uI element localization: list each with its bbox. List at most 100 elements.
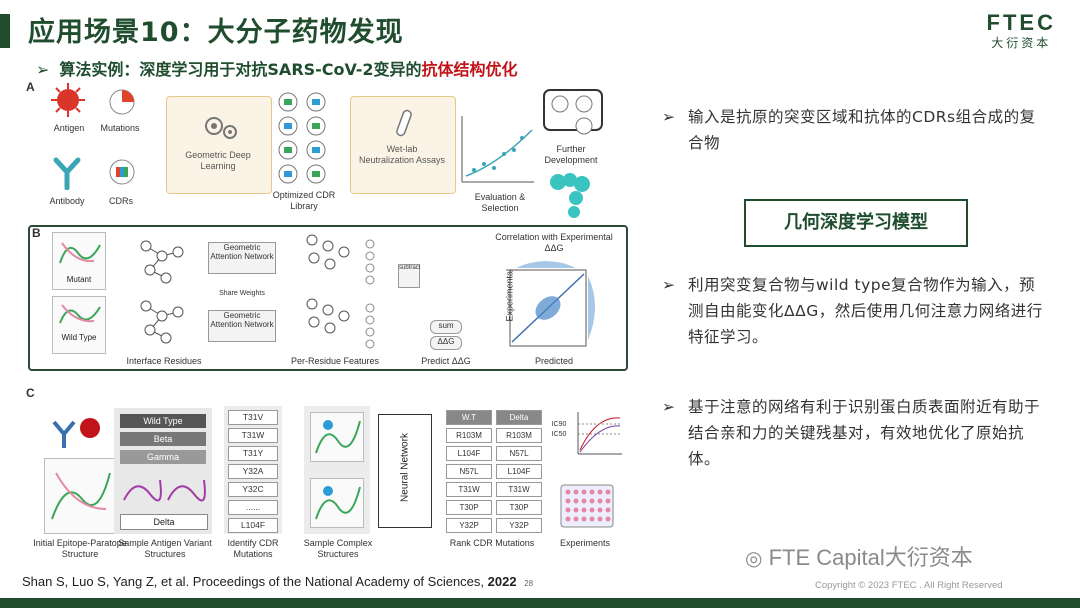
sample-antigen-label: Sample Antigen Variant Structures [118,538,212,560]
interface-residues-label: Interface Residues [114,356,214,367]
cdr-icon [108,158,136,186]
variant-delta: Delta [120,514,208,530]
subtract-box: subtract [398,264,420,288]
neural-network-label: Neural Network [400,423,411,513]
bullet-1: ➢ 输入是抗原的突变区域和抗体的CDRs组合成的复合物 [662,104,1042,156]
gdl-chevron [166,96,272,194]
bullet-1-text: 输入是抗原的突变区域和抗体的CDRs组合成的复合物 [662,104,1042,156]
cdr-library-icon [276,90,332,186]
logo-text: FTEC [987,10,1056,36]
rank-cdr-label: Rank CDR Mutations [440,538,544,549]
panel-a-letter: A [26,80,35,94]
logo-subtext: 大衍资本 [987,34,1056,51]
model-label-box: 几何深度学习模型 [744,199,968,247]
rank-cell: R103M [446,428,492,443]
bullet-2: ➢ 利用突变复合物与wild type复合物作为输入，预测自由能变化ΔΔG，然后… [662,272,1046,350]
cdr-mutation-item: Y32C [228,482,278,497]
mutant-structure: Mutant [52,232,106,290]
cdr-mutation-list: T31V T31W T31Y Y32A Y32C ...... L104F [224,406,282,534]
rank-cell: L104F [446,446,492,461]
rank-cell: T31W [496,482,542,497]
citation-year: 2022 [488,574,517,589]
complex-structure-bottom [310,478,364,528]
antibody-icon [52,156,82,190]
rank-cell: N57L [446,464,492,479]
arrow-bullet-icon: ➢ [662,104,676,130]
further-dev-icon [540,86,606,144]
citation: Shan S, Luo S, Yang Z, et al. Proceeding… [22,574,533,589]
cdr-mutation-item: T31V [228,410,278,425]
arrow-bullet-icon: ➢ [662,394,676,420]
sum-box: sum [430,320,462,334]
antibody-label: Antibody [42,196,92,207]
method-figure: A Antigen Mutations Antibody CDRs Geomet… [24,80,632,570]
cdrs-label: CDRs [96,196,146,207]
ddg-box: ΔΔG [430,336,462,350]
predicted-axis-label: Predicted [524,356,584,367]
bullet-3: ➢ 基于注意的网络有利于识别蛋白质表面附近有助于结合亲和力的关键残基对，有效地优… [662,394,1046,472]
wechat-icon: ◎ [745,548,762,570]
further-dev-label: Further Development [536,144,606,166]
gears-icon [200,112,240,142]
watermark: ◎ FTE Capital大衍资本 [745,540,973,572]
bullet-2-text: 利用突变复合物与wild type复合物作为输入，预测自由能变化ΔΔG，然后使用… [662,272,1046,350]
wetlab-label: Wet-lab Neutralization Assays [358,144,446,166]
evaluation-plot-icon [458,114,536,186]
slide-title: 应用场景10：大分子药物发现 [28,10,404,49]
title-accent-bar [0,14,10,48]
footer-bar [0,598,1080,608]
watermark-text: FTE Capital大衍资本 [769,545,973,570]
rank-cell: L104F [496,464,542,479]
mutant-protein-icon [54,233,104,273]
cdr-mutation-item: L104F [228,518,278,533]
variant-wildtype: Wild Type [120,414,206,428]
share-weights-label: Share Weights [208,288,276,299]
rank-cell: R103M [496,428,542,443]
antigen-label: Antigen [44,123,94,134]
cdr-mutation-item: T31Y [228,446,278,461]
ic50-label: IC50 [544,429,574,440]
citation-text: Shan S, Luo S, Yang Z, et al. Proceeding… [22,574,484,589]
complex-protein-icon [312,413,362,459]
ftec-logo: FTEC 大衍资本 [987,10,1056,51]
subtitle-text: 算法实例：深度学习用于对抗SARS-CoV-2变异的 [59,60,421,79]
protein-structure-icon [546,170,596,220]
predict-ddg-label: Predict ΔΔG [406,356,486,367]
panel-c-letter: C [26,386,35,400]
identify-cdr-label: Identify CDR Mutations [214,538,292,560]
evaluation-label: Evaluation & Selection [460,192,540,214]
gdl-label: Geometric Deep Learning [174,150,262,172]
initial-structure-label: Initial Epitope-Paratope Structure [30,538,130,560]
mutant-label: Mutant [53,275,105,284]
rank-table: W.T Delta R103M R103M L104F N57L N57L L1… [442,406,550,534]
rank-cell: Y32P [446,518,492,533]
rank-cell: N57L [496,446,542,461]
arrow-bullet-icon: ➢ [36,60,49,79]
variant-beta: Beta [120,432,206,446]
variant-gamma: Gamma [120,450,206,464]
per-residue-label: Per-Residue Features [280,356,390,367]
correlation-title: Correlation with Experimental ΔΔG [494,232,614,254]
copyright: Copyright © 2023 FTEC . All Right Reserv… [815,580,1003,591]
well-plate-icon [560,484,614,528]
initial-structure-image [44,458,116,534]
mutation-icon [108,88,136,116]
sample-complex-label: Sample Complex Structures [296,538,380,560]
interface-residue-graphs [136,238,196,350]
rank-header-delta: Delta [496,410,542,425]
optimized-library-label: Optimized CDR Library [264,190,344,212]
experiments-label: Experiments [550,538,620,549]
slide-subtitle: ➢算法实例：深度学习用于对抗SARS-CoV-2变异的抗体结构优化 [36,56,518,80]
wildtype-structure: Wild Type [52,296,106,354]
wildtype-label: Wild Type [53,333,105,342]
mutations-label: Mutations [92,123,148,134]
panel-b-letter: B [32,226,41,240]
cdr-mutation-item: T31W [228,428,278,443]
complex-structures-panel [304,406,370,534]
initial-structure-icon [46,459,114,531]
test-tube-icon [392,108,416,142]
cdr-mutation-item: Y32A [228,464,278,479]
rank-cell: T30P [496,500,542,515]
virus-icon [50,82,86,118]
correlation-scatter-plot [506,256,606,350]
